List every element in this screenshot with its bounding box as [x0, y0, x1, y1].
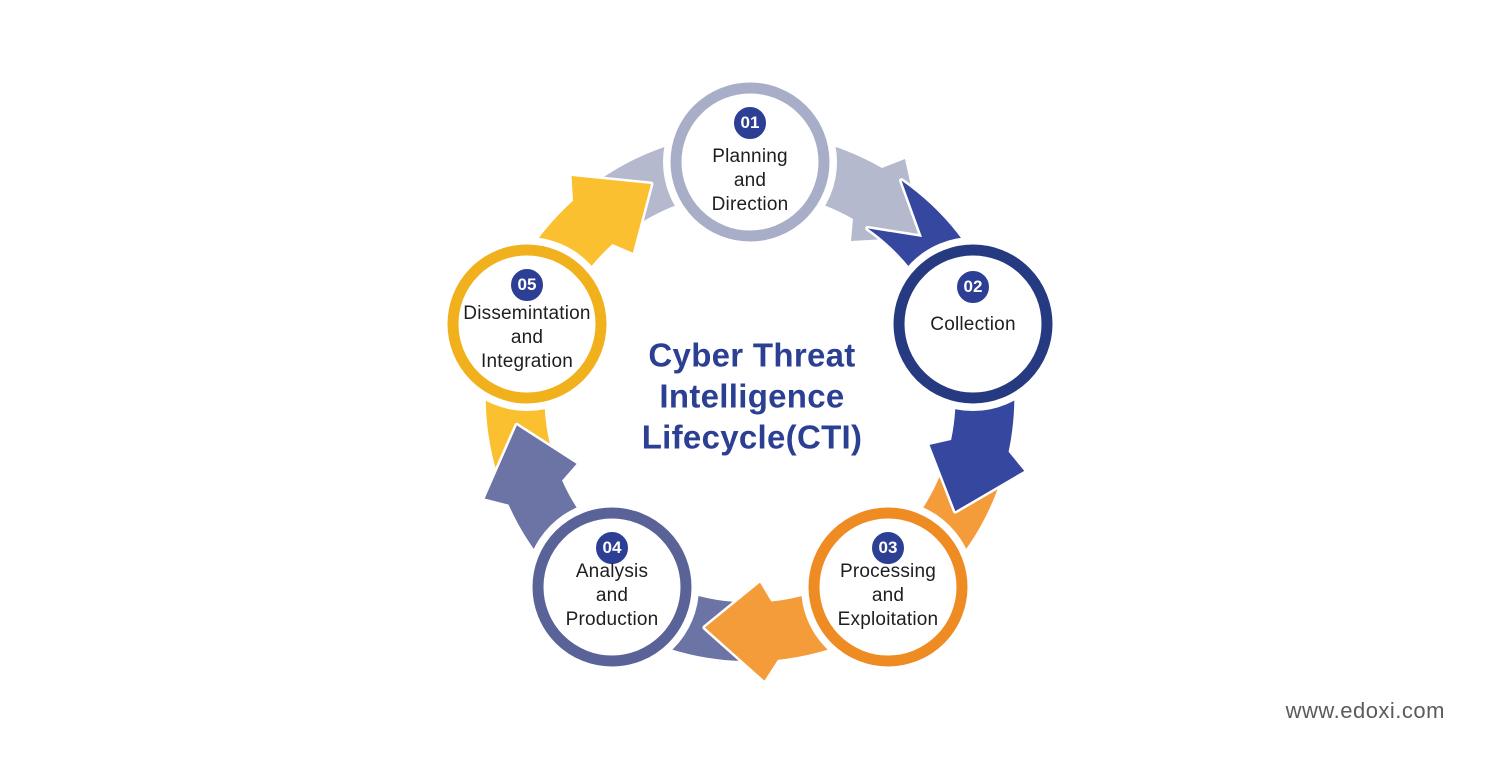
diagram-title-line: Intelligence: [659, 377, 845, 415]
stage-badge-04: 04: [594, 530, 630, 566]
stage-label-line: Dissemintation: [463, 303, 591, 324]
stage-label-line: and: [510, 327, 544, 348]
stage-badge-01: 01: [732, 105, 768, 141]
stage-circle-05: [447, 244, 607, 404]
watermark-url: www.edoxi.com: [1285, 698, 1445, 723]
stage-number-02: 02: [963, 277, 983, 296]
stage-label-line: and: [595, 585, 629, 606]
stage-label-line: Processing: [840, 561, 936, 582]
stage-badge-02: 02: [955, 269, 991, 305]
stage-label-line: Direction: [711, 194, 789, 215]
stage-number-03: 03: [878, 538, 898, 557]
stage-circle-03: [808, 507, 968, 667]
stage-number-01: 01: [740, 113, 760, 132]
stage-number-05: 05: [517, 275, 537, 294]
stage-label-line: and: [871, 585, 905, 606]
stage-label-line: Analysis: [575, 561, 649, 582]
diagram-title-line: Cyber Threat: [648, 336, 856, 374]
stage-label-03: Processing and Exploitation: [768, 560, 1008, 632]
stage-label-02: Collection: [853, 313, 1093, 337]
stage-circle-01: [670, 82, 830, 242]
stage-label-line: Exploitation: [837, 609, 939, 630]
stage-label-line: Planning: [712, 146, 788, 167]
stage-label-01: Planning and Direction: [630, 145, 870, 217]
stage-label-line: Production: [565, 609, 659, 630]
stage-label-05: Dissemintation and Integration: [407, 302, 647, 374]
stage-label-line: and: [733, 170, 767, 191]
stage-badge-03: 03: [870, 530, 906, 566]
stage-label-04: Analysis and Production: [492, 560, 732, 632]
diagram-title-line: Lifecycle(CTI): [641, 418, 863, 456]
stage-label-line: Collection: [930, 314, 1016, 335]
stage-badge-05: 05: [509, 267, 545, 303]
stage-label-line: Integration: [481, 351, 573, 372]
stage-number-04: 04: [602, 538, 622, 557]
diagram-title: Cyber Threat Intelligence Lifecycle(CTI): [482, 335, 1022, 458]
stage-circle-02: [893, 244, 1053, 404]
stage-circle-04: [532, 507, 692, 667]
